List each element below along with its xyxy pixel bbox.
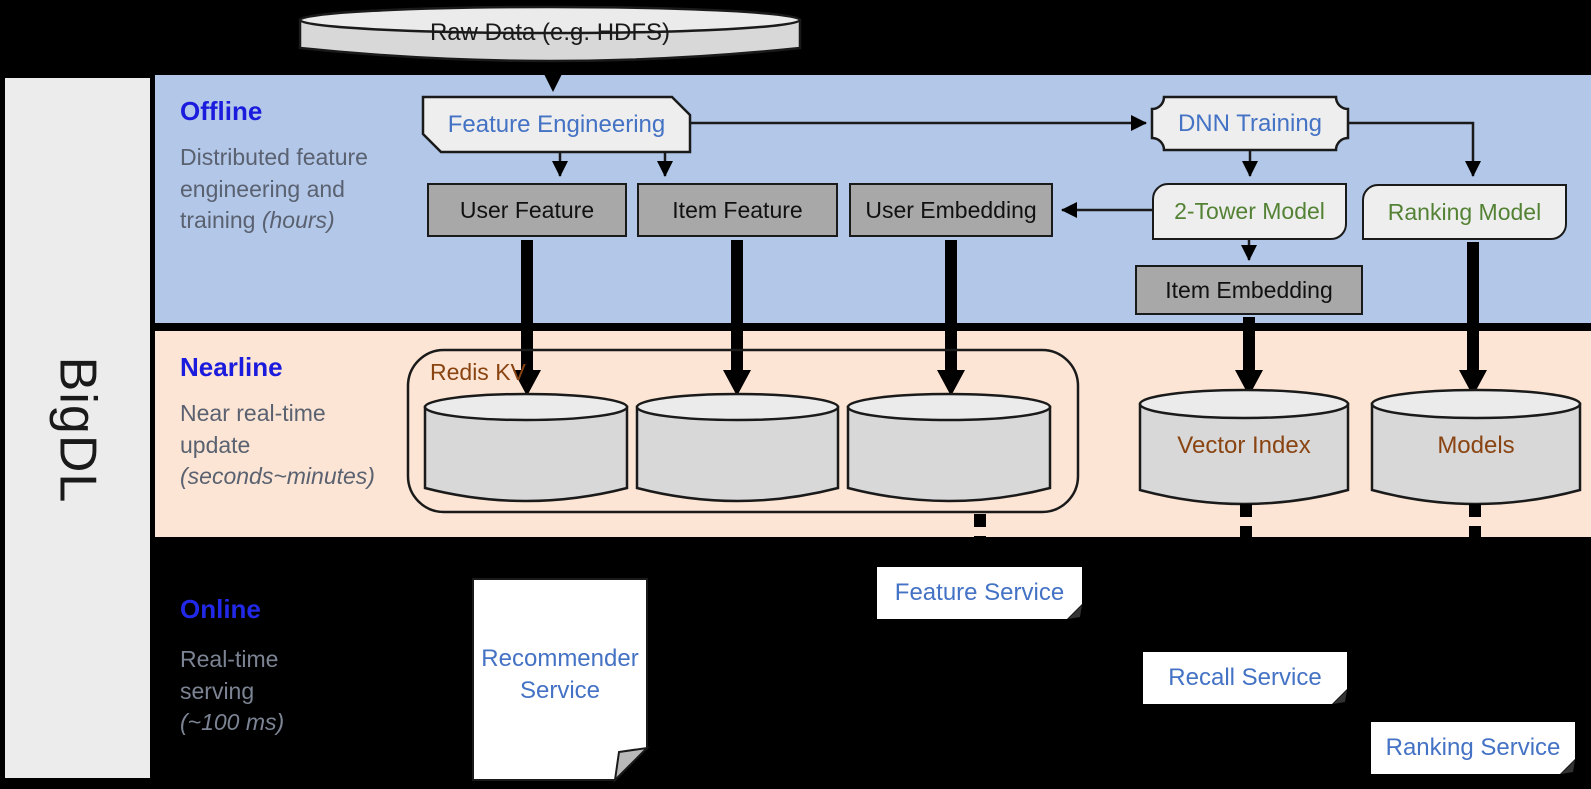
two-tower-model-box: 2-Tower Model (1152, 183, 1347, 240)
dashed-arrowhead-feature-service (960, 540, 1000, 560)
feature-engineering-label: Feature Engineering (447, 110, 666, 138)
recommender-service-page-fold (613, 746, 650, 783)
recommender-service-label: Recommender Service (481, 644, 639, 704)
redis-kv-label: Redis KV (430, 358, 526, 385)
user-feature-box: User Feature (427, 183, 627, 237)
raw-data-label: Raw Data (e.g. HDFS) (429, 19, 671, 46)
offline-title: Offline (180, 96, 263, 126)
vector-index-label: Vector Index (1177, 432, 1311, 459)
bigdl-sidebar (5, 78, 150, 778)
user-embedding-box: User Embedding (849, 183, 1053, 237)
item-feature-box: Item Feature (637, 183, 838, 237)
offline-description: Distributed feature engineering and trai… (180, 144, 368, 234)
models-label: Models (1437, 432, 1515, 459)
feature-service-box: Feature Service (877, 567, 1082, 619)
ranking-model-box: Ranking Model (1362, 184, 1567, 240)
dnn-training-label: DNN Training (1177, 109, 1323, 137)
nearline-description: Near real-time update (seconds~minutes) (180, 400, 375, 490)
recall-service-box: Recall Service (1143, 652, 1347, 704)
nearline-title: Nearline (180, 352, 283, 382)
bigdl-brand-wrap: BigDL (5, 350, 150, 510)
item-embedding-box: Item Embedding (1135, 265, 1363, 315)
bigdl-brand: BigDL (48, 356, 107, 504)
ranking-service-box: Ranking Service (1371, 722, 1575, 774)
online-description: Real-time serving (~100 ms) (180, 646, 285, 736)
online-title: Online (180, 594, 261, 624)
